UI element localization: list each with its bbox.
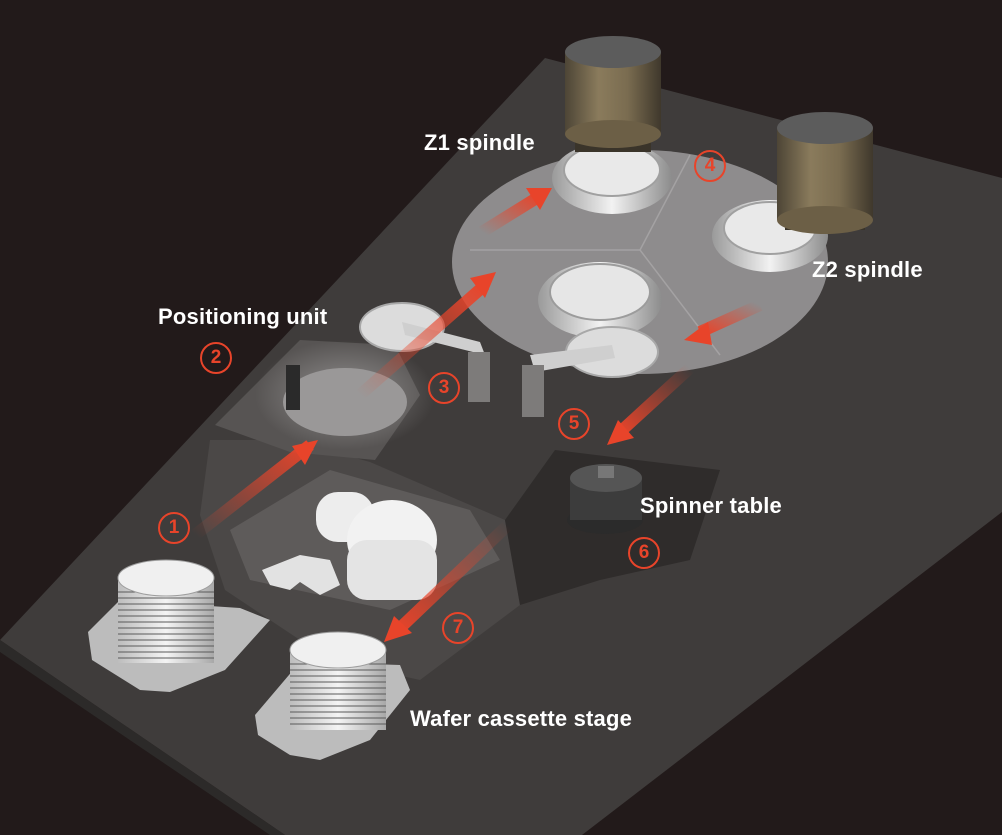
positioning-unit-label: Positioning unit — [158, 304, 328, 329]
unloading-arm — [530, 345, 615, 372]
platform-edge — [0, 640, 285, 835]
step-5-badge: 5 — [558, 408, 590, 440]
flow-arrow-1 — [191, 440, 318, 540]
spinner-table-label: Spinner table — [640, 493, 782, 518]
z1-spindle-bottom — [565, 120, 661, 148]
loading-arm — [402, 322, 485, 355]
cassette-stack-lines-1 — [118, 591, 214, 659]
positioning-pin — [286, 365, 300, 410]
flow-arrow-4 — [684, 299, 763, 345]
step-6-badge: 6 — [628, 537, 660, 569]
flow-arrow-3 — [478, 188, 552, 238]
flow-arrow-2 — [356, 272, 496, 400]
wafer-cassette-stage-label: Wafer cassette stage — [410, 706, 633, 731]
step-1-badge: 1 — [158, 512, 190, 544]
flow-arrow-7 — [384, 520, 513, 642]
z1-spindle-label: Z1 spindle — [424, 130, 535, 155]
z2-spindle-label: Z2 spindle — [812, 257, 923, 282]
loading-arm-post — [468, 352, 490, 402]
step-2-badge: 2 — [200, 342, 232, 374]
chuck-table-top — [549, 263, 651, 321]
z2-spindle-top — [777, 112, 873, 144]
step-7-badge: 7 — [442, 612, 474, 644]
z1-spindle-top — [565, 36, 661, 68]
step-4-badge: 4 — [694, 150, 726, 182]
cassette-top-2 — [289, 631, 387, 669]
turntable-divider — [639, 154, 691, 251]
robot-fork — [262, 555, 340, 595]
positioning-table — [283, 368, 407, 436]
unloading-arm-post — [522, 365, 544, 417]
z2-spindle-bottom — [777, 206, 873, 234]
step-3-badge: 3 — [428, 372, 460, 404]
cassette-top-1 — [117, 559, 215, 597]
robot-column — [347, 540, 437, 600]
flow-arrow-5 — [607, 363, 695, 445]
cassette-stack-lines-2 — [290, 663, 386, 725]
spinner-nub — [598, 466, 614, 478]
